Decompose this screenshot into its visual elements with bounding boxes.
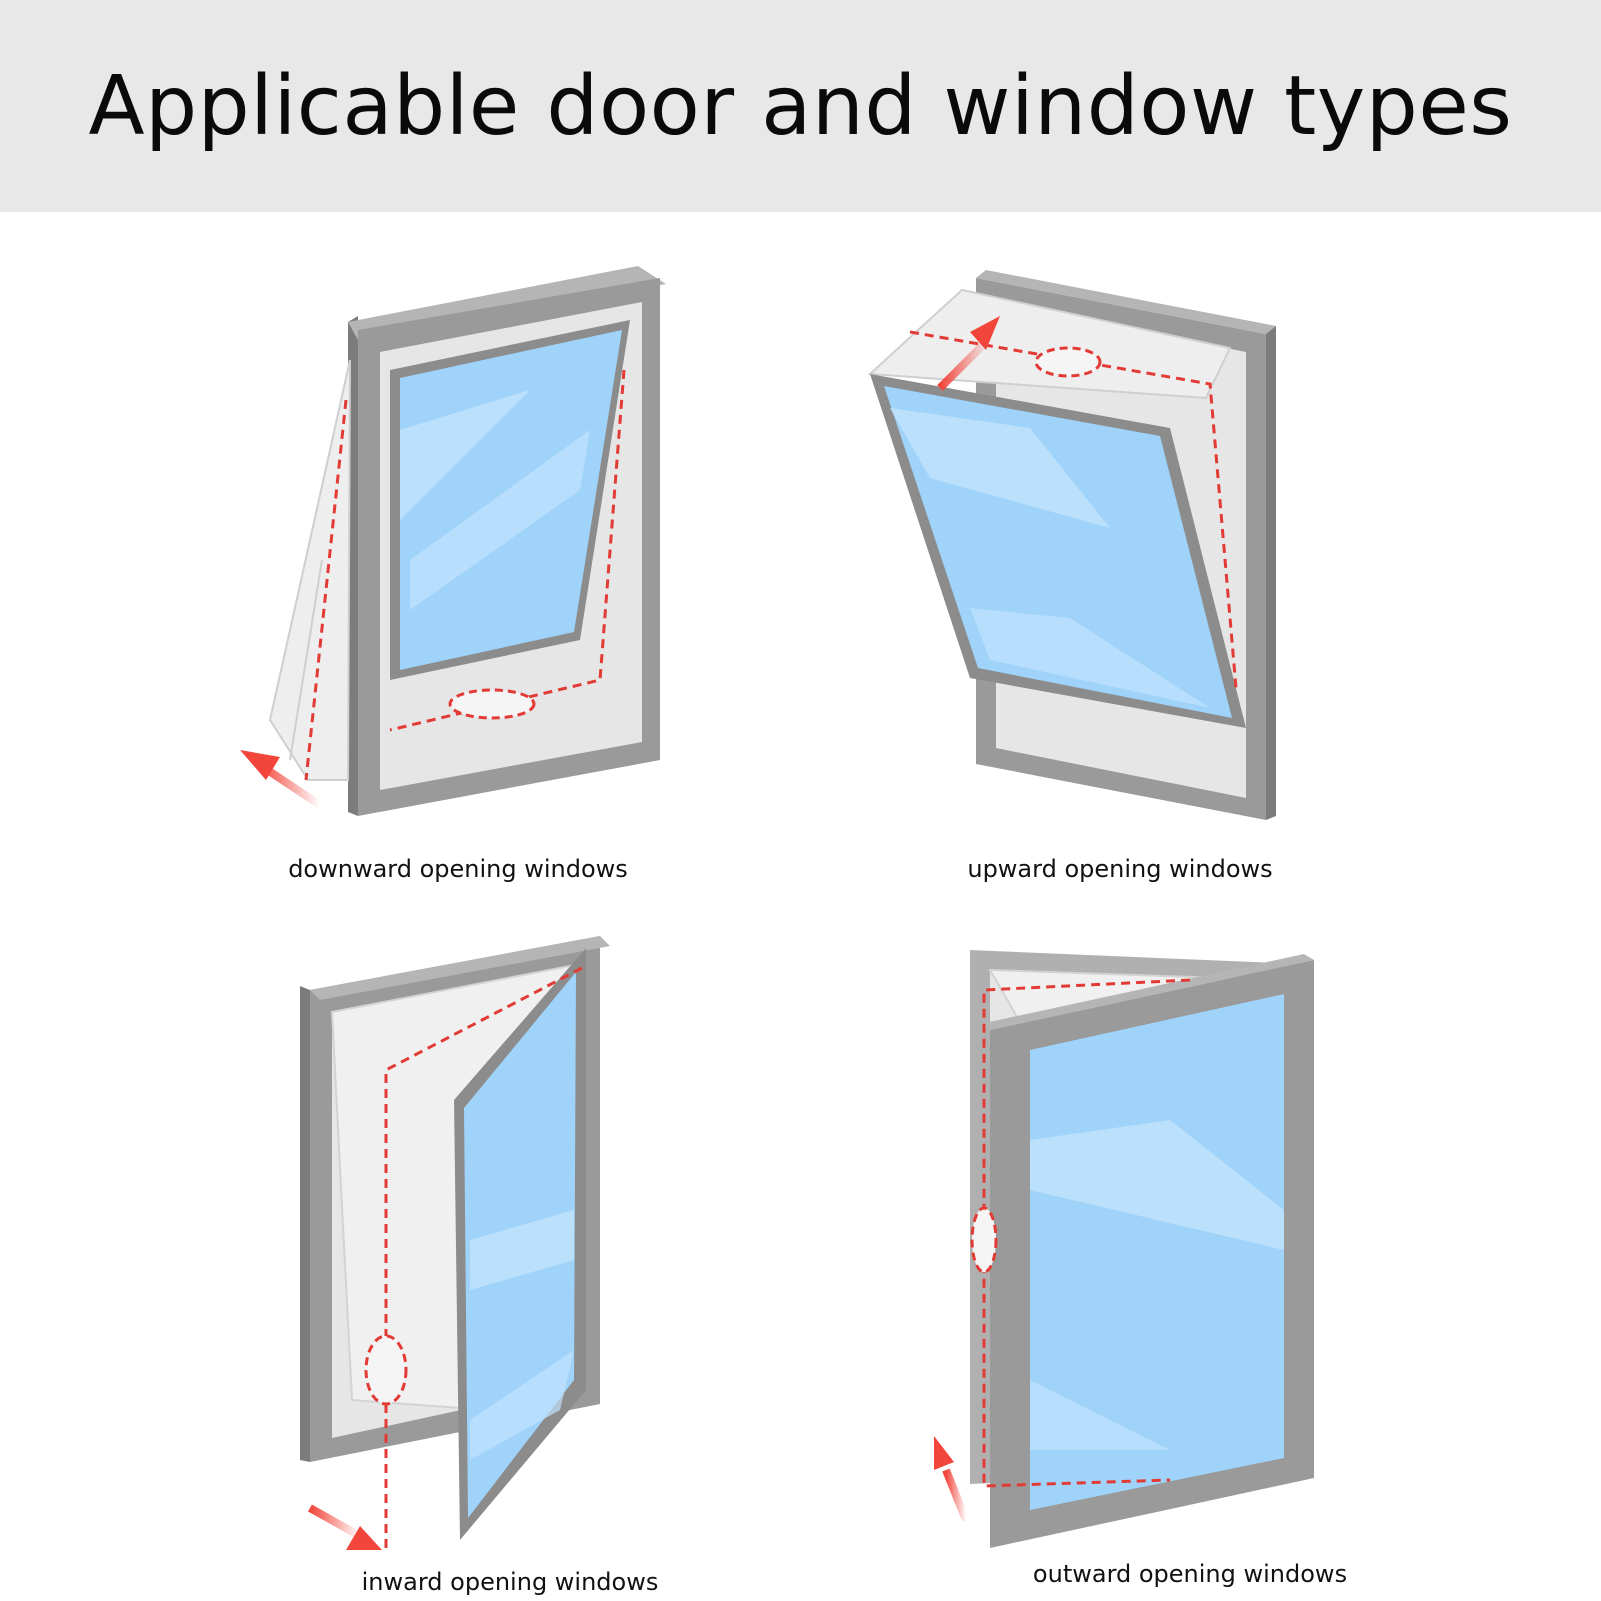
caption-inward: inward opening windows [361, 1568, 659, 1596]
caption-downward: downward opening windows [288, 855, 628, 883]
outward-window-illustration [934, 950, 1314, 1548]
upward-window-illustration [867, 270, 1276, 820]
downward-window-illustration [240, 266, 666, 816]
header-banner: Applicable door and window types [0, 0, 1601, 212]
caption-upward: upward opening windows [967, 855, 1273, 883]
inward-window-illustration [300, 936, 610, 1550]
page-title: Applicable door and window types [88, 58, 1513, 154]
caption-outward: outward opening windows [1032, 1560, 1348, 1588]
